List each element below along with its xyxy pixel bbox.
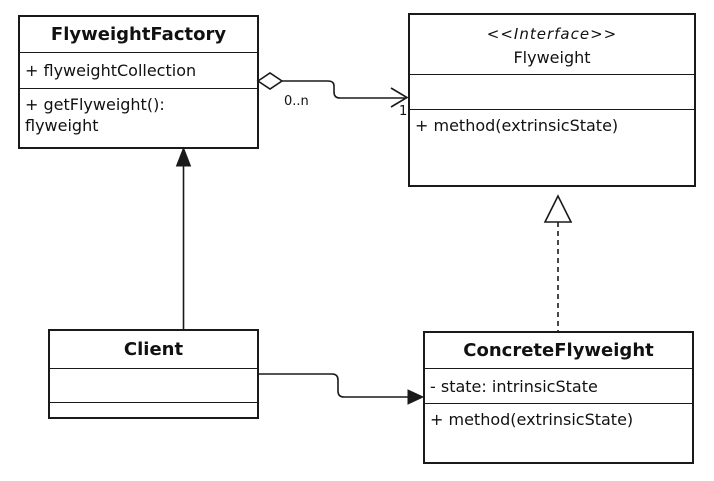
operation-method-extrinsic-concrete: + method(extrinsicState) [430,410,634,429]
multiplicity-source-label: 0..n [284,94,309,109]
class-flyweight-interface-operations: + method(extrinsicState) [410,110,694,185]
client-to-concrete-connector [259,373,425,405]
class-flyweight-interface: <<Interface>> Flyweight + method(extrins… [408,13,696,187]
filled-arrowhead-right-icon [407,389,425,405]
client-to-concrete-line [259,373,409,398]
class-flyweight-factory-operations: + getFlyweight(): flyweight [20,89,257,147]
attribute-state-intrinsic: - state: intrinsicState [430,376,598,396]
class-client-operations [50,403,257,417]
aggregation-connector [256,72,409,108]
interface-stereotype-label: <<Interface>> [486,25,618,43]
class-flyweight-factory-attributes: + flyweightCollection [20,53,257,89]
class-client-title: Client [50,331,257,369]
multiplicity-target-label: 1 [399,104,408,119]
operation-method-extrinsic: + method(extrinsicState) [415,116,619,135]
interface-name-label: Flyweight [513,48,591,67]
filled-arrowhead-up-icon [175,146,192,167]
class-concrete-flyweight-operations: + method(extrinsicState) [425,404,692,462]
class-client: Client [48,329,259,419]
class-concrete-flyweight-attributes: - state: intrinsicState [425,369,692,404]
class-concrete-flyweight: ConcreteFlyweight - state: intrinsicStat… [423,331,694,464]
class-flyweight-factory: FlyweightFactory + flyweightCollection +… [18,15,259,149]
class-client-attributes [50,369,257,403]
attribute-flyweight-collection: + flyweightCollection [25,61,197,80]
class-flyweight-interface-attributes [410,75,694,110]
class-flyweight-factory-title: FlyweightFactory [20,17,257,53]
class-flyweight-interface-title: <<Interface>> Flyweight [410,15,694,75]
operation-get-flyweight: + getFlyweight(): flyweight [25,95,165,135]
realization-connector [543,194,573,331]
class-concrete-flyweight-title: ConcreteFlyweight [425,333,692,369]
client-to-factory-connector [175,146,192,330]
aggregation-diamond-icon [256,72,284,90]
hollow-triangle-icon [543,194,573,223]
